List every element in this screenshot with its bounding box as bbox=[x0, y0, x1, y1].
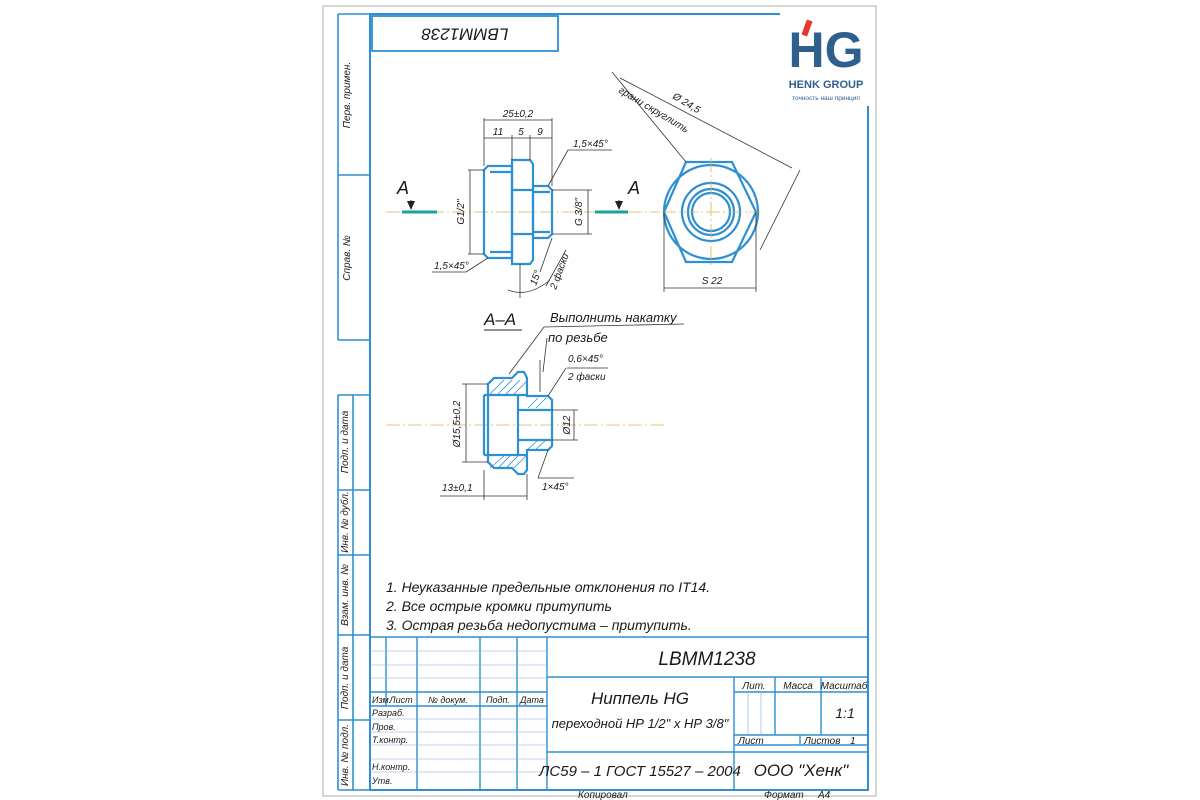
col-data: Дата bbox=[519, 695, 544, 705]
side-dimensions bbox=[432, 118, 612, 298]
row-nkontr: Н.контр. bbox=[372, 762, 410, 772]
title-block-grid bbox=[370, 636, 868, 790]
title-listov-label: Листов bbox=[803, 736, 840, 747]
logo-tagline: точность наш принцип bbox=[792, 95, 860, 102]
row-prov: Пров. bbox=[372, 722, 396, 732]
dim-chamfer-1: 1×45° bbox=[542, 482, 569, 493]
dim-5: 5 bbox=[518, 127, 524, 138]
inner-frame bbox=[369, 13, 869, 791]
dim-chamfer-bottom: 1,5×45° bbox=[434, 261, 469, 272]
dim-11: 11 bbox=[493, 127, 503, 138]
title-lit: Лит. bbox=[741, 681, 765, 692]
dim-dia-15-5: Ø15,5±0,2 bbox=[452, 400, 463, 448]
dim-13: 13±0,1 bbox=[442, 483, 473, 494]
title-name-1: Ниппель HG bbox=[591, 689, 689, 708]
col-list: Лист bbox=[388, 695, 413, 705]
side-label-inv-podl: Инв. № подл. bbox=[340, 724, 351, 786]
dim-angle-15: 15° bbox=[528, 269, 544, 287]
title-list-label: Лист bbox=[737, 736, 764, 747]
side-label-podp-data-1: Подп. и дата bbox=[340, 410, 351, 473]
title-scale: 1:1 bbox=[835, 705, 854, 721]
left-strip bbox=[337, 13, 370, 791]
col-izm: Изм. bbox=[372, 695, 391, 705]
section-markers: А А bbox=[396, 178, 640, 214]
dim-9: 9 bbox=[537, 127, 543, 138]
col-podp: Подп. bbox=[486, 695, 510, 705]
title-company: ООО "Хенк" bbox=[754, 761, 850, 780]
section-view bbox=[482, 370, 554, 476]
henk-group-logo: HG HENK GROUP точность наш принцип bbox=[780, 12, 872, 106]
note-knurl-2: по резьбе bbox=[548, 330, 608, 345]
side-label-perv-primen: Перв. примен. bbox=[342, 62, 353, 128]
dim-g38: G 3/8" bbox=[574, 198, 585, 226]
note-3: 3. Острая резьба недопустима – притупить… bbox=[386, 617, 692, 633]
side-label-inv-dubl: Инв. № дубл. bbox=[339, 491, 351, 553]
code-box bbox=[371, 15, 559, 52]
row-tkontr: Т.контр. bbox=[372, 735, 408, 745]
logo-mark-text: HG bbox=[789, 22, 864, 78]
title-format-label: Формат bbox=[764, 790, 804, 800]
dim-dia-12: Ø12 bbox=[562, 415, 573, 435]
col-dokum: № докум. bbox=[428, 695, 468, 705]
note-2: 2. Все острые кромки притупить bbox=[385, 598, 612, 614]
dim-two-chamfers-2: 2 фаски bbox=[567, 371, 606, 383]
dim-two-chamfers: 2 фаски bbox=[547, 251, 572, 292]
code-box-text: LBMM1238 bbox=[421, 25, 508, 44]
title-format-value: А4 bbox=[817, 790, 831, 800]
note-knurl: Выполнить накатку bbox=[550, 310, 678, 325]
row-utv: Утв. bbox=[371, 776, 392, 786]
dim-g12: G1/2" bbox=[456, 199, 467, 225]
dim-chamfer-top: 1,5×45° bbox=[573, 139, 608, 150]
title-name-2: переходной НР 1/2" х НР 3/8" bbox=[552, 716, 730, 731]
title-massa: Масса bbox=[783, 681, 813, 692]
title-code: LBMM1238 bbox=[658, 649, 756, 670]
section-marker-right: А bbox=[627, 178, 640, 198]
side-label-podp-data-2: Подп. и дата bbox=[340, 646, 351, 709]
title-material: ЛС59 – 1 ГОСТ 15527 – 2004 bbox=[538, 763, 741, 780]
row-razrab: Разраб. bbox=[372, 708, 405, 718]
section-title: А–А bbox=[483, 310, 516, 329]
title-masshtab: Масштаб bbox=[821, 680, 868, 692]
dim-s22: S 22 bbox=[702, 276, 723, 287]
side-label-vzam-inv: Взам. инв. № bbox=[340, 564, 351, 626]
title-listov-value: 1 bbox=[850, 736, 856, 747]
dim-chamfer-06: 0,6×45° bbox=[568, 354, 603, 365]
section-marker-left: А bbox=[396, 178, 409, 198]
side-label-sprav: Справ. № bbox=[342, 235, 353, 281]
note-1: 1. Неуказанные предельные отклонения по … bbox=[386, 579, 710, 595]
logo-name: HENK GROUP bbox=[789, 79, 864, 91]
logo-mark-icon: HG HENK GROUP точность наш принцип bbox=[789, 19, 864, 102]
outer-frame bbox=[322, 5, 877, 797]
title-kopiroval: Копировал bbox=[578, 790, 628, 800]
dim-25: 25±0,2 bbox=[502, 109, 534, 120]
